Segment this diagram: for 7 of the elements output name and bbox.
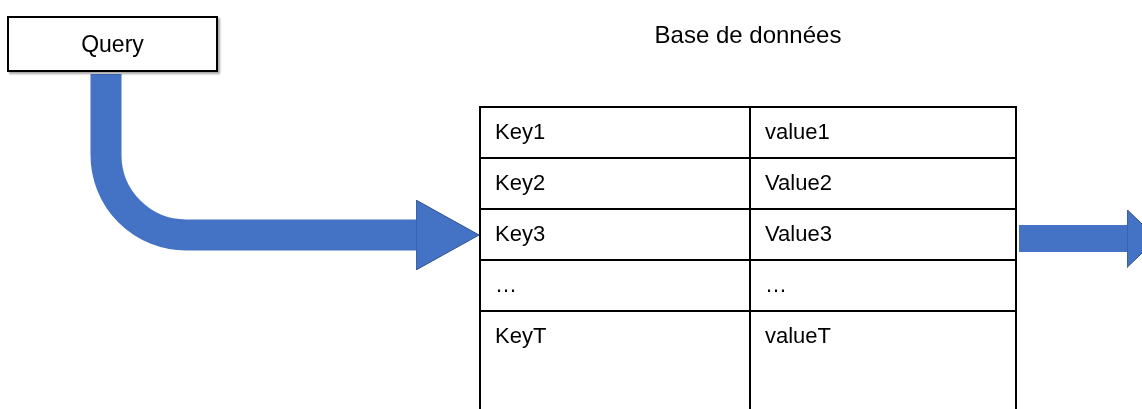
box-label: Query	[81, 30, 144, 58]
table-cell: Key1	[479, 106, 751, 159]
process-box	[7, 16, 218, 72]
table-cell: value1	[749, 106, 1017, 159]
block-arrow	[1019, 209, 1142, 268]
block-arrow	[90, 74, 480, 271]
table-title: Base de données	[653, 21, 843, 49]
